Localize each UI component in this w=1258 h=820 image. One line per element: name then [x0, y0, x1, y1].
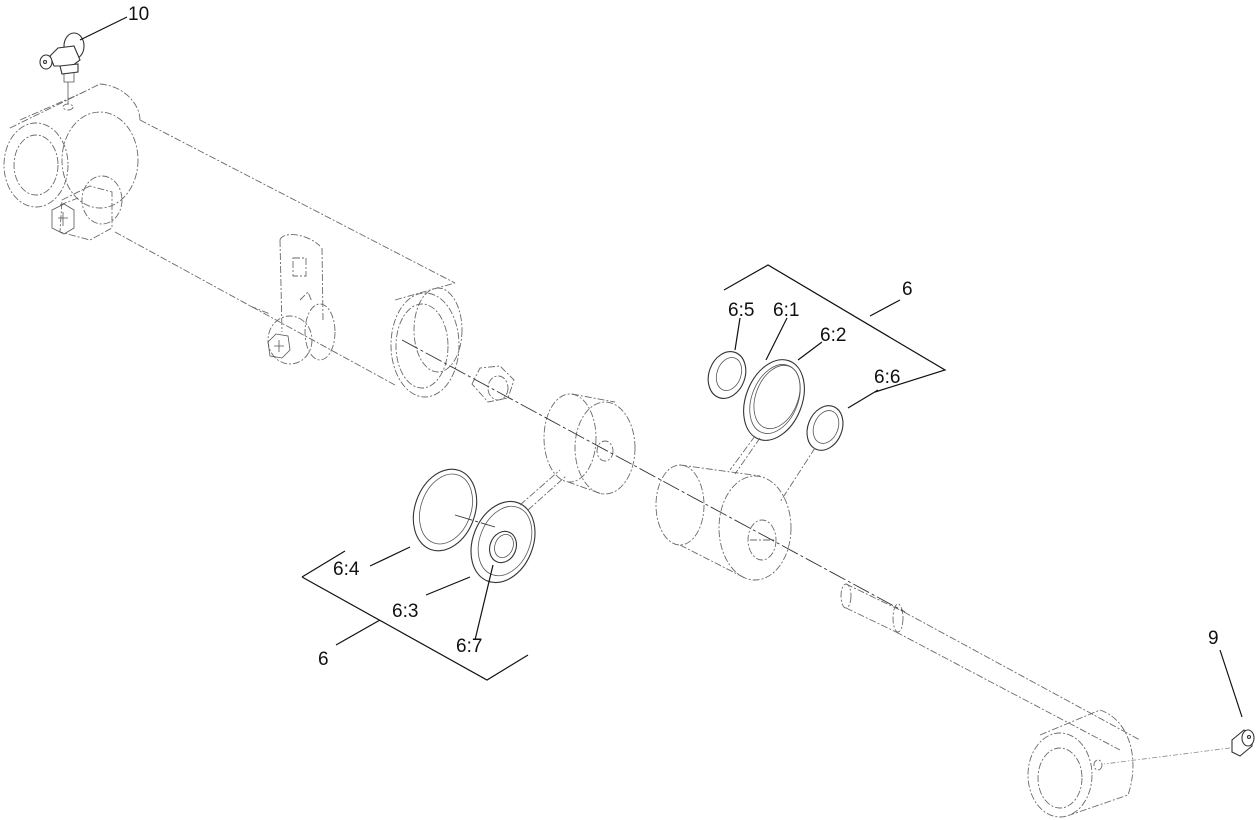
callout-6-3: 6:3	[392, 601, 418, 622]
cylinder-rod	[840, 583, 1141, 818]
callout-6-5: 6:5	[728, 300, 754, 321]
leader-lines	[79, 16, 1243, 718]
callout-9: 9	[1208, 628, 1219, 649]
callout-6-7: 6:7	[456, 636, 482, 657]
centerline	[401, 339, 906, 613]
cylinder-barrel	[3, 83, 463, 398]
callout-6-6: 6:6	[874, 367, 900, 388]
hex-nut	[471, 365, 515, 403]
grease-fitting-9	[1103, 729, 1255, 765]
gland-head	[655, 464, 792, 581]
callout-6-2: 6:2	[820, 325, 846, 346]
callout-10: 10	[128, 4, 149, 25]
callout-6-lower: 6	[318, 649, 329, 670]
grease-fitting-10	[39, 32, 85, 111]
piston	[543, 393, 636, 495]
callout-6-4: 6:4	[333, 559, 360, 580]
seal-kit-upper-parts	[707, 351, 844, 503]
callout-6-1: 6:1	[773, 300, 799, 321]
callout-6-upper: 6	[902, 279, 913, 300]
seal-kit-lower-parts	[412, 468, 567, 584]
